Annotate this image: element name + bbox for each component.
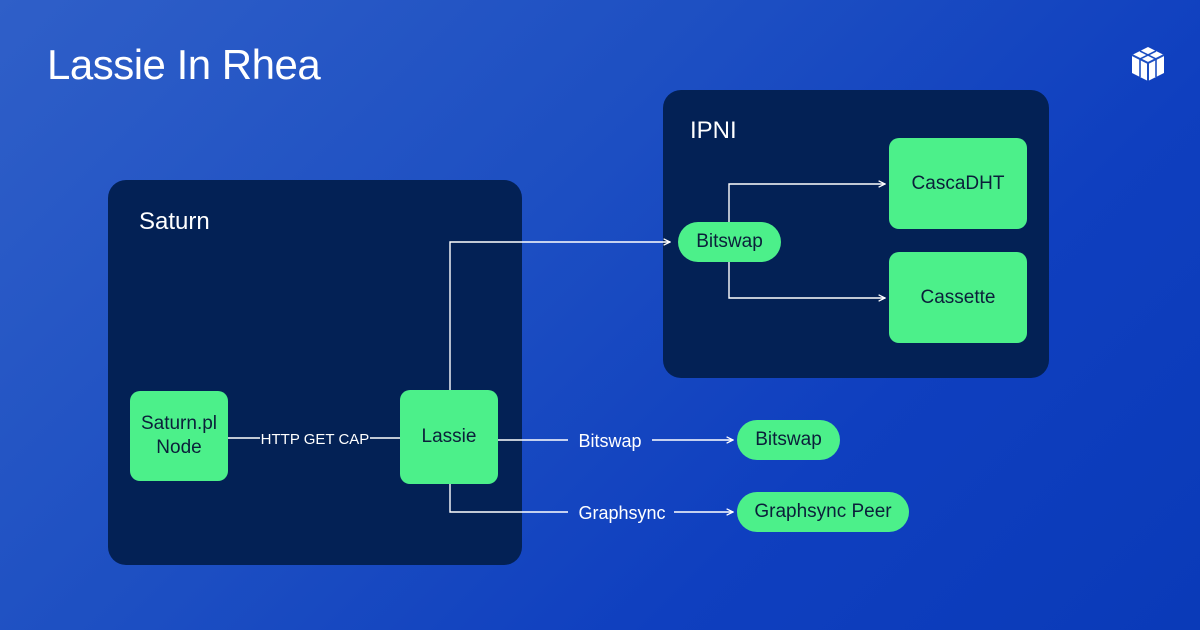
- saturn-panel: Saturn: [108, 180, 522, 565]
- saturn-panel-label: Saturn: [139, 208, 210, 235]
- bitswap-edge-label: Bitswap: [578, 431, 641, 451]
- ipni-panel-label: IPNI: [690, 117, 737, 144]
- saturn-node-box[interactable]: Saturn.pl Node: [130, 391, 228, 481]
- graphsync-peer-label: Graphsync Peer: [754, 501, 892, 522]
- cassette-label: Cassette: [920, 286, 996, 308]
- cascadht-box[interactable]: CascaDHT: [889, 138, 1027, 229]
- bitswap-peer-pill[interactable]: Bitswap: [737, 420, 840, 460]
- graphsync-edge-label: Graphsync: [578, 503, 665, 523]
- ipni-bitswap-pill[interactable]: Bitswap: [678, 222, 781, 262]
- ipni-bitswap-label: Bitswap: [696, 231, 763, 252]
- saturn-node-label: Saturn.pl Node: [140, 413, 218, 458]
- graphsync-peer-pill[interactable]: Graphsync Peer: [737, 492, 909, 532]
- lassie-box[interactable]: Lassie: [400, 390, 498, 484]
- cassette-box[interactable]: Cassette: [889, 252, 1027, 343]
- page-title: Lassie In Rhea: [47, 41, 321, 88]
- cube-icon: [1131, 47, 1165, 81]
- cascadht-label: CascaDHT: [911, 172, 1005, 194]
- lassie-label: Lassie: [421, 426, 477, 447]
- bitswap-peer-label: Bitswap: [755, 429, 822, 450]
